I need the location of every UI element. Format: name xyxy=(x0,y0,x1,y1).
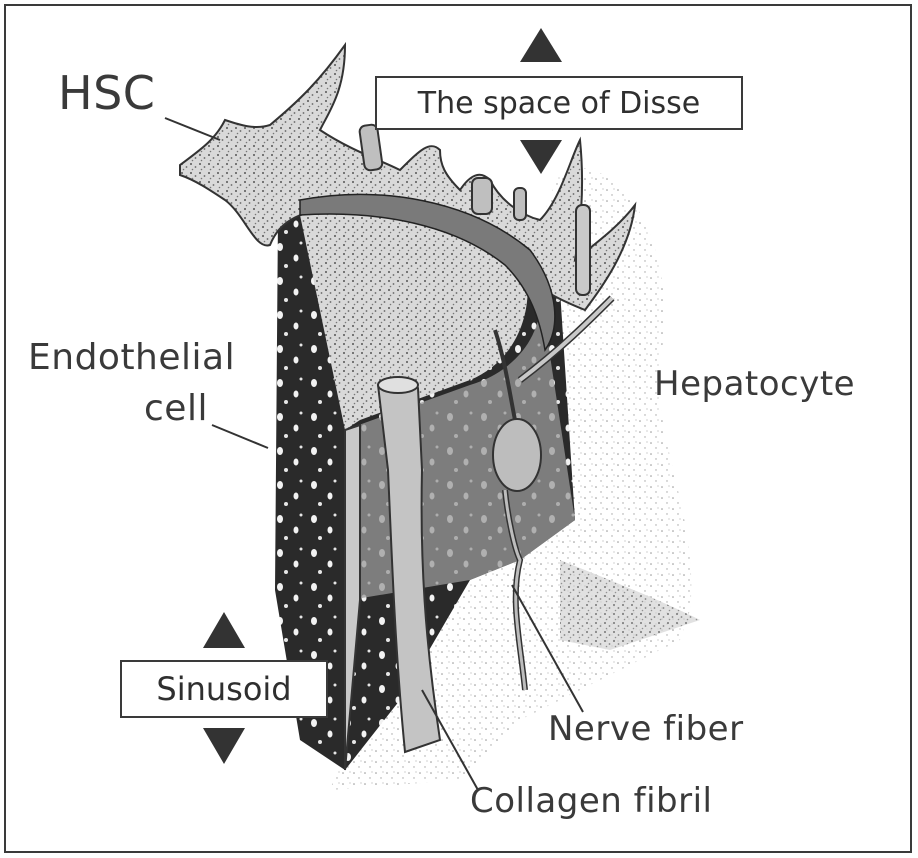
sinusoid-up-arrow xyxy=(203,612,245,648)
collagen-fibril-label: Collagen fibril xyxy=(470,781,713,821)
disse-down-arrow xyxy=(520,140,562,174)
hepatocyte-label: Hepatocyte xyxy=(654,364,855,404)
sinusoid-label: Sinusoid xyxy=(120,660,328,718)
sinusoid-down-arrow xyxy=(203,728,245,764)
nerve-fiber-label: Nerve fiber xyxy=(548,709,744,749)
hsc-label: HSC xyxy=(58,66,155,120)
leader-endothelial xyxy=(212,425,268,448)
disse-up-arrow xyxy=(520,28,562,62)
leader-hsc xyxy=(165,118,220,140)
endothelial-cell-label-line2: cell xyxy=(144,388,208,429)
endothelial-cell-label-line1: Endothelial xyxy=(28,337,235,378)
space-of-disse-label: The space of Disse xyxy=(375,76,743,130)
